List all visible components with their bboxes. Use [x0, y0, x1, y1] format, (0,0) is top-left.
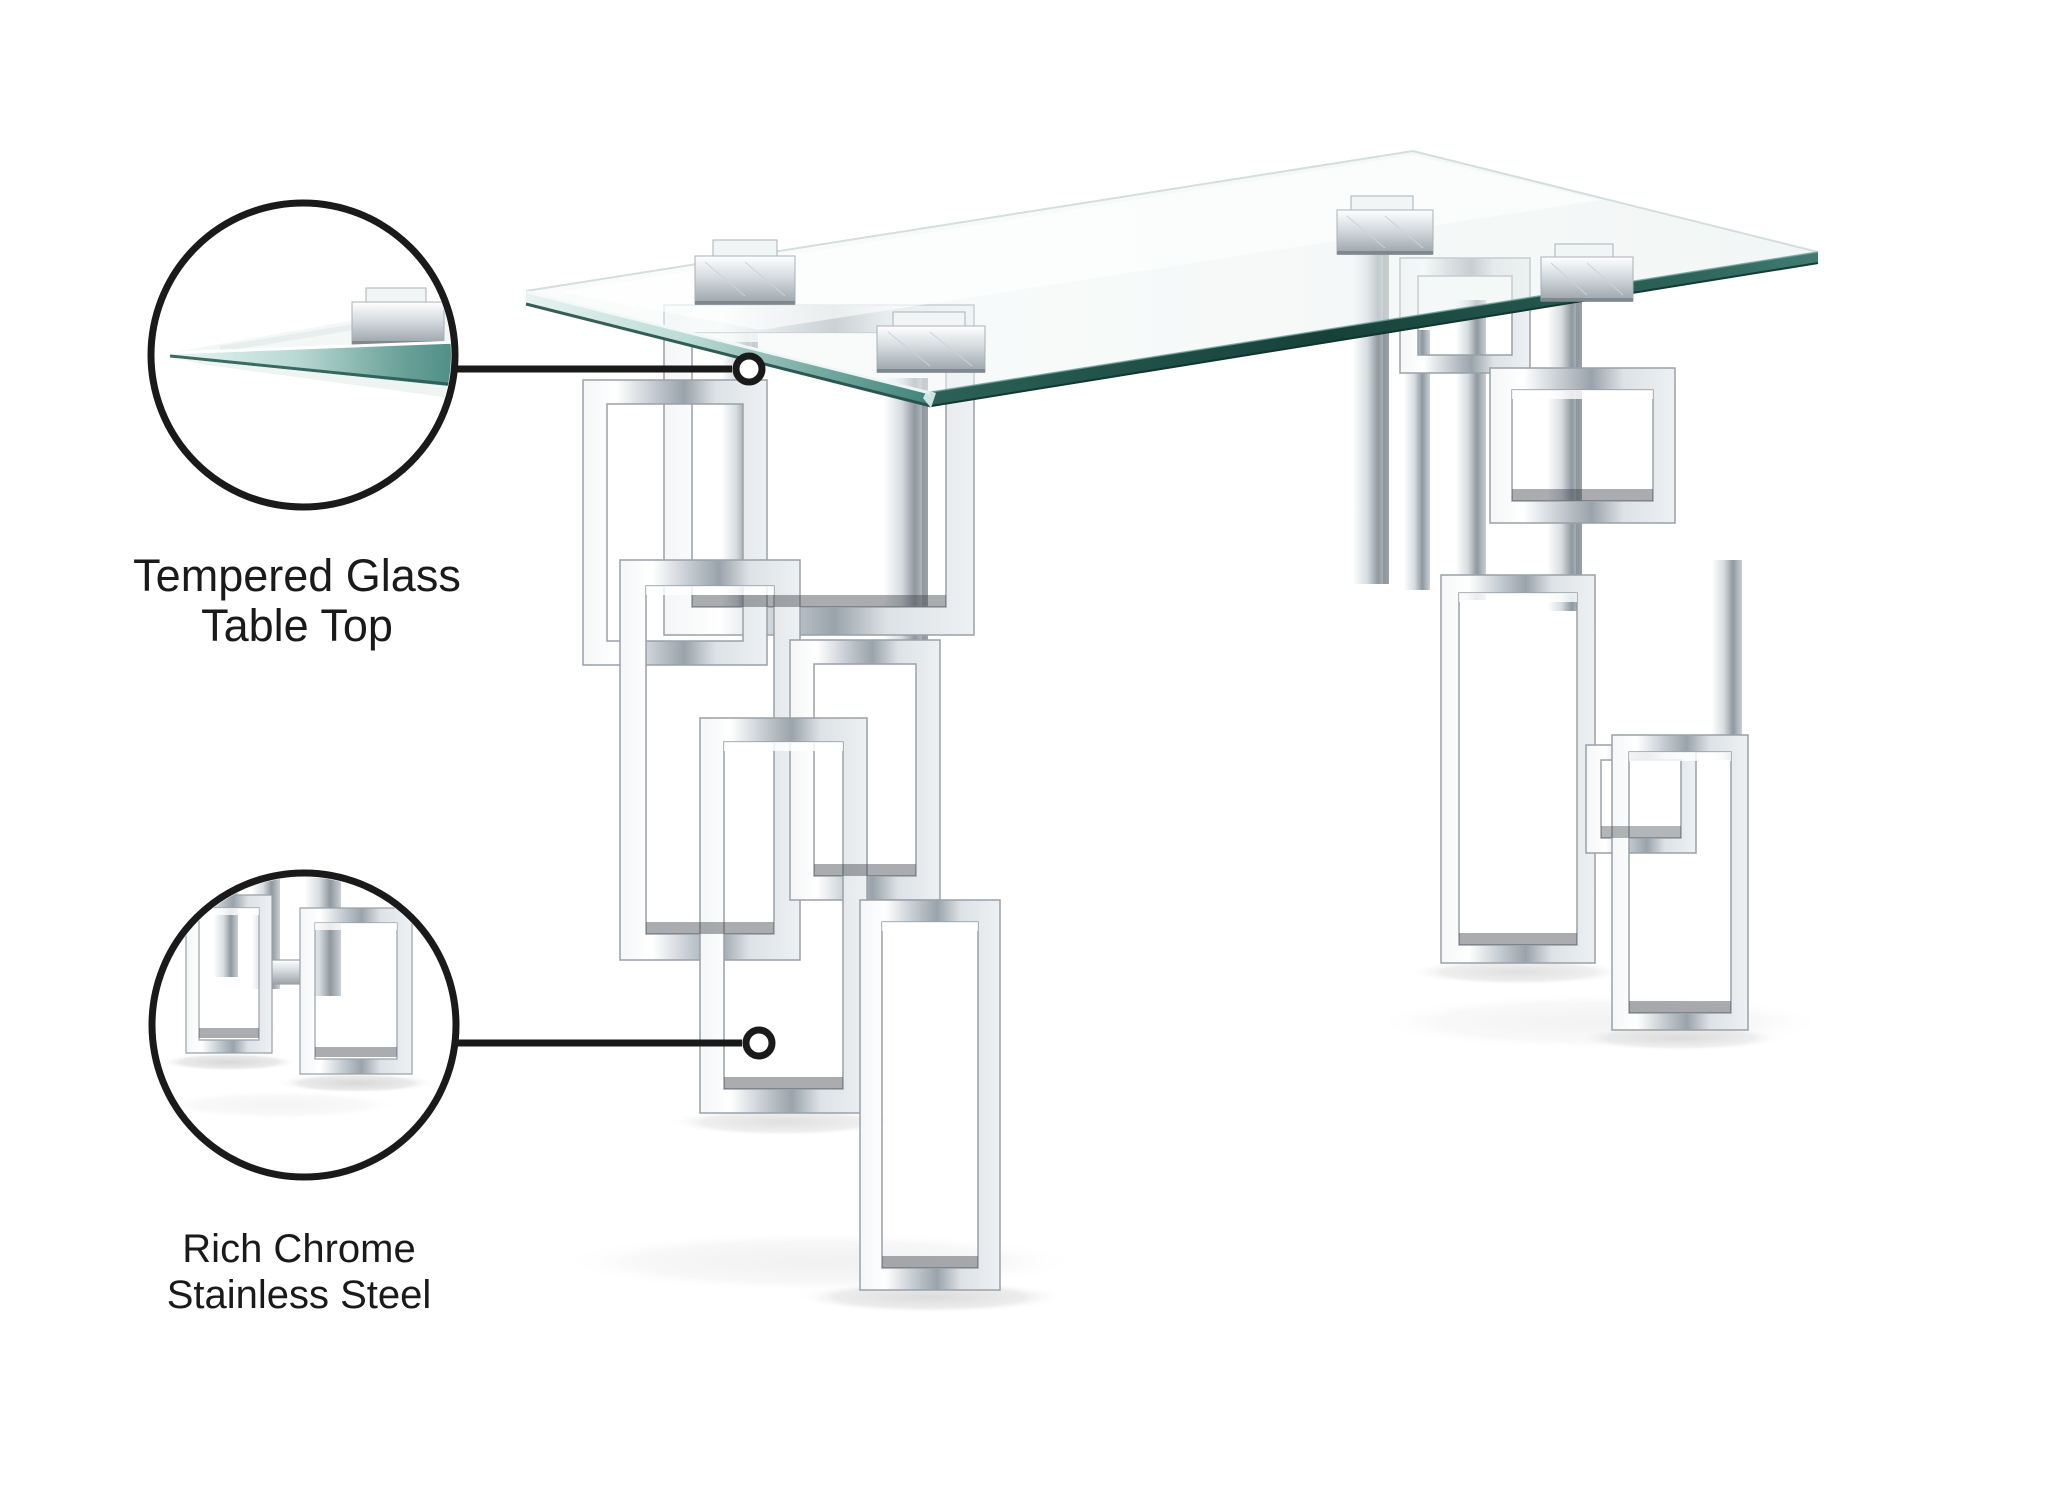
floor-shadows — [560, 959, 1830, 1313]
glass-clamps — [694, 195, 1634, 373]
chrome-frame — [1440, 574, 1596, 964]
glass-corner-glint — [923, 390, 936, 408]
glass-edge-highlight — [930, 251, 1819, 393]
right-leg — [1353, 254, 1749, 1031]
glass-clamp — [876, 311, 986, 373]
chrome-detail-frame — [299, 907, 413, 1075]
glass-clamp — [694, 239, 796, 305]
label-line: Tempered Glass — [133, 550, 461, 601]
inset-circle-glass — [147, 199, 459, 511]
label-line: Stainless Steel — [166, 1273, 432, 1317]
frame-shading — [1459, 390, 1731, 1013]
callout-ring-glass — [732, 352, 766, 386]
callout-label-chrome: Rich Chrome Stainless Steel — [167, 1226, 432, 1318]
chrome-detail-bar — [267, 959, 305, 985]
glass-detail-edge-shade — [169, 354, 451, 387]
glass-detail-underside — [176, 358, 451, 399]
label-line: Table Top — [201, 600, 393, 651]
glass-detail-clamp — [351, 287, 445, 345]
glass-clamp — [1336, 195, 1434, 255]
chrome-detail-shadow — [159, 1053, 299, 1071]
shadow-left-leg-broad — [560, 1232, 1080, 1292]
glass-back-edge — [525, 149, 1819, 292]
chrome-frame — [859, 899, 1001, 1291]
glass-edge-front-left — [526, 291, 931, 407]
inset-circle-chrome — [148, 869, 460, 1181]
left-leg — [582, 304, 1001, 1291]
glass-detail-content — [167, 287, 451, 399]
shadow-left-foot-a — [668, 1108, 898, 1136]
chrome-frame — [1611, 734, 1749, 1031]
callout-ring-chrome — [742, 1026, 776, 1060]
shadow-right-foot-b — [1575, 1025, 1785, 1051]
label-line: Rich Chrome — [182, 1227, 416, 1271]
chrome-frame — [582, 379, 768, 666]
glass-sheen — [560, 155, 1600, 330]
chrome-detail-shading — [199, 908, 397, 1057]
glass-edge-shade — [930, 262, 1819, 407]
callout-lines — [454, 352, 776, 1060]
chrome-detail-shadow — [276, 1073, 436, 1093]
shadow-right-foot-a — [1408, 959, 1628, 985]
chrome-detail-shadow — [160, 1091, 400, 1119]
glass-edge-shade — [525, 302, 932, 408]
glass-clamp — [1540, 243, 1634, 302]
glass-top — [525, 149, 1819, 408]
glass-edge-highlight — [526, 290, 931, 395]
glass-detail-edge — [168, 341, 451, 387]
glass-detail-edge-highlight — [167, 340, 451, 355]
callout-label-glass: Tempered Glass Table Top — [133, 551, 461, 651]
